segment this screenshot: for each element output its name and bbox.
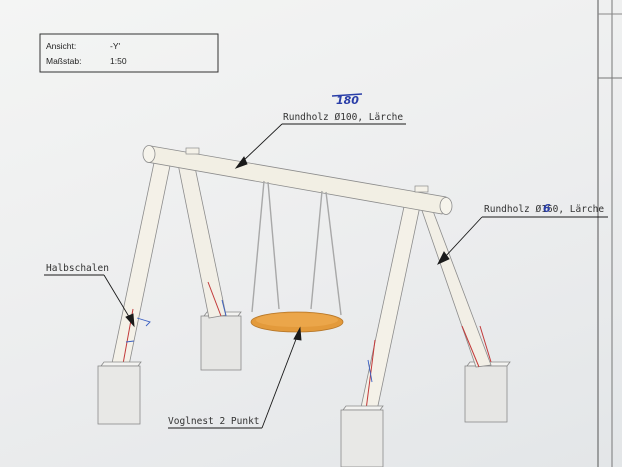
foundation-front-left [97,361,142,425]
scale-label: Maßstab: [46,56,81,66]
correction-strike [331,93,363,97]
sheet-border [597,0,622,467]
view-label: Ansicht: [46,41,76,51]
scale-value: 1:50 [110,56,127,66]
top-beam [142,145,453,215]
title-block: Ansicht: -Y' Maßstab: 1:50 [39,33,219,73]
swing-ropes [251,180,342,316]
blue-markings [125,299,373,383]
half-shells-label: Halbschalen [46,263,109,274]
nest-seat [250,311,344,333]
leg-back-right [416,195,492,368]
leader-lines [44,123,608,429]
leg-back-left [175,152,227,319]
top-beam-handwritten-correction: 180 [336,94,359,107]
leg-front-left [110,155,173,371]
half-shell-markings [122,281,492,411]
foundation-back-right [464,361,511,423]
foundation-back-left [200,311,242,371]
view-value: -Y' [110,41,121,51]
leg-handwritten-correction: 6 [543,202,551,215]
top-beam-label: Rundholz Ø100, Lärche [283,112,403,123]
foundation-front-right [340,405,384,467]
swing-nest-label: Voglnest 2 Punkt [168,416,260,427]
leg-label: Rundholz Ø160, Lärche [484,204,604,215]
